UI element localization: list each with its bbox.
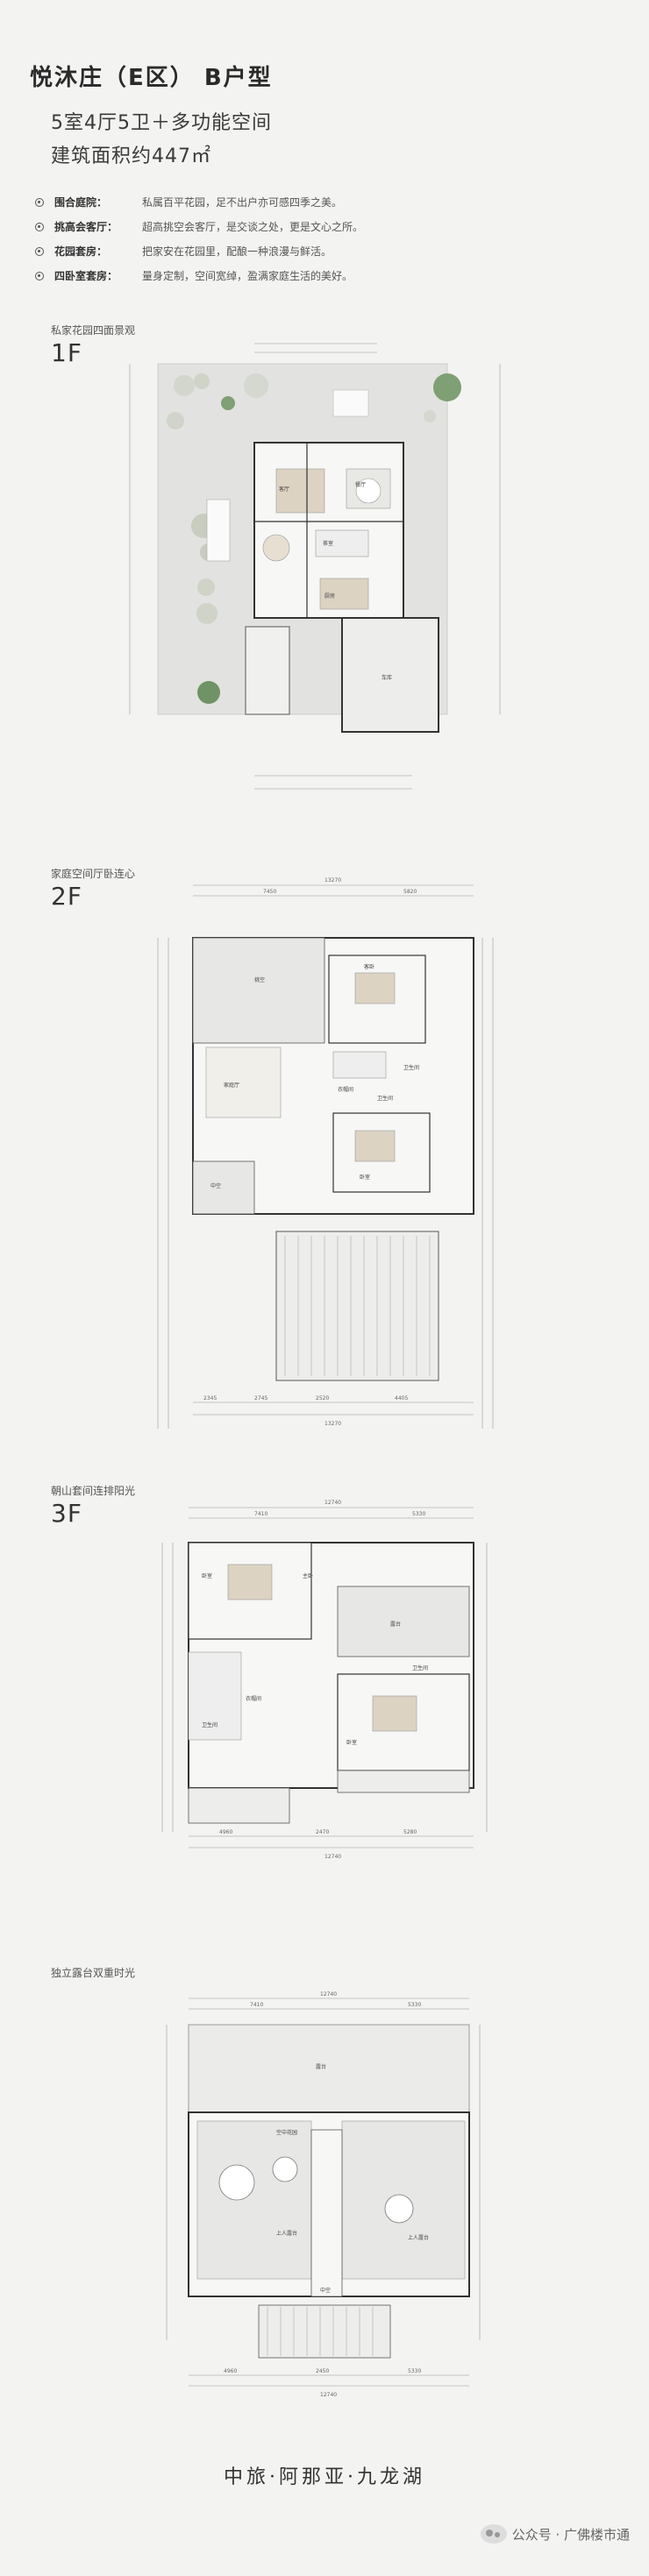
room-label: 上人露台 <box>276 2230 297 2237</box>
room-label: 卫生间 <box>202 1721 218 1728</box>
feature-desc: 私属百平花园，足不出户亦可感四季之美。 <box>142 196 343 209</box>
floor-caption: 朝山套间连排阳光 <box>51 1485 136 1497</box>
dim-label: 5330 <box>408 2002 421 2008</box>
floor-caption: 私家花园四面景观 <box>51 324 136 337</box>
dim-label: 5330 <box>408 2368 421 2374</box>
dim-label: 7410 <box>250 2002 263 2008</box>
dim-label: 5330 <box>412 1511 425 1517</box>
dim-label: 13270 <box>324 877 341 884</box>
dim-label: 13270 <box>324 1421 341 1427</box>
feature-desc: 量身定制，空间宽绰，盈满家庭生活的美好。 <box>142 270 353 282</box>
dim-label: 2745 <box>254 1395 267 1402</box>
dim-label: 2450 <box>316 2368 329 2374</box>
bullet-icon <box>35 271 44 280</box>
room-label: 中空 <box>320 2287 331 2294</box>
room-label: 衣帽间 <box>338 1086 353 1093</box>
room-label: 空中花园 <box>276 2129 297 2136</box>
feature-item: 挑高会客厅： 超高挑空会客厅，是交谈之处，更是文心之所。 <box>35 219 363 234</box>
room-label: 卧室 <box>202 1572 212 1579</box>
dim-label: 7450 <box>263 889 276 895</box>
feature-item: 四卧室套房： 量身定制，空间宽绰，盈满家庭生活的美好。 <box>35 268 353 283</box>
wechat-icon <box>480 2524 507 2544</box>
room-label: 卧室 <box>346 1739 357 1746</box>
page-title: 悦沐庄（E区） B户型 <box>30 65 273 91</box>
feature-key: 挑高会客厅： <box>54 221 118 233</box>
floor-plan-3f: 12740 7410 5330 卧室 卫生间 衣帽间 露台 卫生间 卧室 主卧 … <box>161 1500 488 1860</box>
room-label: 露台 <box>390 1621 401 1628</box>
dim-label: 2520 <box>316 1395 329 1402</box>
feature-key: 围合庭院： <box>54 196 108 209</box>
dim-label: 12740 <box>324 1500 341 1506</box>
bullet-icon <box>35 246 44 256</box>
room-label: 茶室 <box>323 540 333 547</box>
floor-plan-roof: 12740 7410 5330 露台 空中花园 上人露台 上人露台 中空 496… <box>166 1991 481 2398</box>
floor-plan-1f: 客厅 餐厅 茶室 厨房 车库 <box>129 343 501 790</box>
room-label: 车库 <box>382 674 392 681</box>
floor-label: 2F <box>51 882 82 911</box>
dim-label: 5820 <box>403 889 417 895</box>
bullet-icon <box>35 222 44 231</box>
dim-label: 2470 <box>316 1829 329 1835</box>
room-label: 卫生间 <box>412 1664 428 1671</box>
room-label: 衣帽间 <box>246 1695 261 1702</box>
dim-label: 12740 <box>320 2392 337 2398</box>
layout-summary: 5室4厅5卫＋多功能空间 <box>51 112 272 134</box>
room-label: 主卧 <box>303 1572 313 1579</box>
room-label: 中空 <box>210 1182 221 1189</box>
bullet-icon <box>35 197 44 207</box>
feature-desc: 把家安在花园里，配酿一种浪漫与鲜活。 <box>142 245 332 258</box>
room-label: 卫生间 <box>403 1064 419 1071</box>
room-label: 家庭厅 <box>224 1082 239 1089</box>
feature-item: 围合庭院： 私属百平花园，足不出户亦可感四季之美。 <box>35 195 342 209</box>
room-label: 挑空 <box>254 976 265 983</box>
brand-footer: 中旅·阿那亚·九龙湖 <box>224 2466 425 2488</box>
floor-plan-2f: 13270 7450 5820 挑空 客卧 家庭厅 卫生间 卫生间 卧室 衣帽间… <box>157 877 494 1429</box>
floor-caption: 独立露台双重时光 <box>51 1967 136 1979</box>
dim-label: 12740 <box>320 1991 337 1998</box>
dim-label: 2345 <box>203 1395 217 1402</box>
dim-label: 4960 <box>224 2368 237 2374</box>
room-label: 卫生间 <box>377 1095 393 1102</box>
feature-key: 四卧室套房： <box>54 270 118 282</box>
dim-label: 7410 <box>254 1511 267 1517</box>
room-label: 厨房 <box>324 593 335 600</box>
area-summary: 建筑面积约447㎡ <box>51 145 211 167</box>
watermark-text: 公众号 · 广佛楼市通 <box>511 2526 630 2543</box>
room-label: 露台 <box>316 2063 326 2070</box>
room-label: 卧室 <box>360 1174 370 1181</box>
dim-label: 4960 <box>219 1829 232 1835</box>
room-label: 客厅 <box>279 486 289 493</box>
dim-label: 4405 <box>395 1395 408 1402</box>
floor-label: 1F <box>51 338 82 367</box>
floor-caption: 家庭空间厅卧连心 <box>51 868 136 880</box>
feature-desc: 超高挑空会客厅，是交谈之处，更是文心之所。 <box>142 221 364 233</box>
feature-key: 花园套房： <box>54 245 108 258</box>
watermark: 公众号 · 广佛楼市通 <box>480 2524 630 2544</box>
stair-hatch <box>267 2307 374 2356</box>
dim-label: 5280 <box>403 1829 417 1835</box>
room-label: 上人露台 <box>408 2234 429 2241</box>
room-label: 客卧 <box>364 963 374 970</box>
floor-label: 3F <box>51 1499 82 1528</box>
dim-label: 12740 <box>324 1854 341 1860</box>
room-label: 餐厅 <box>355 481 366 488</box>
feature-item: 花园套房： 把家安在花园里，配酿一种浪漫与鲜活。 <box>35 244 332 259</box>
terrace-hatch <box>284 1236 431 1376</box>
